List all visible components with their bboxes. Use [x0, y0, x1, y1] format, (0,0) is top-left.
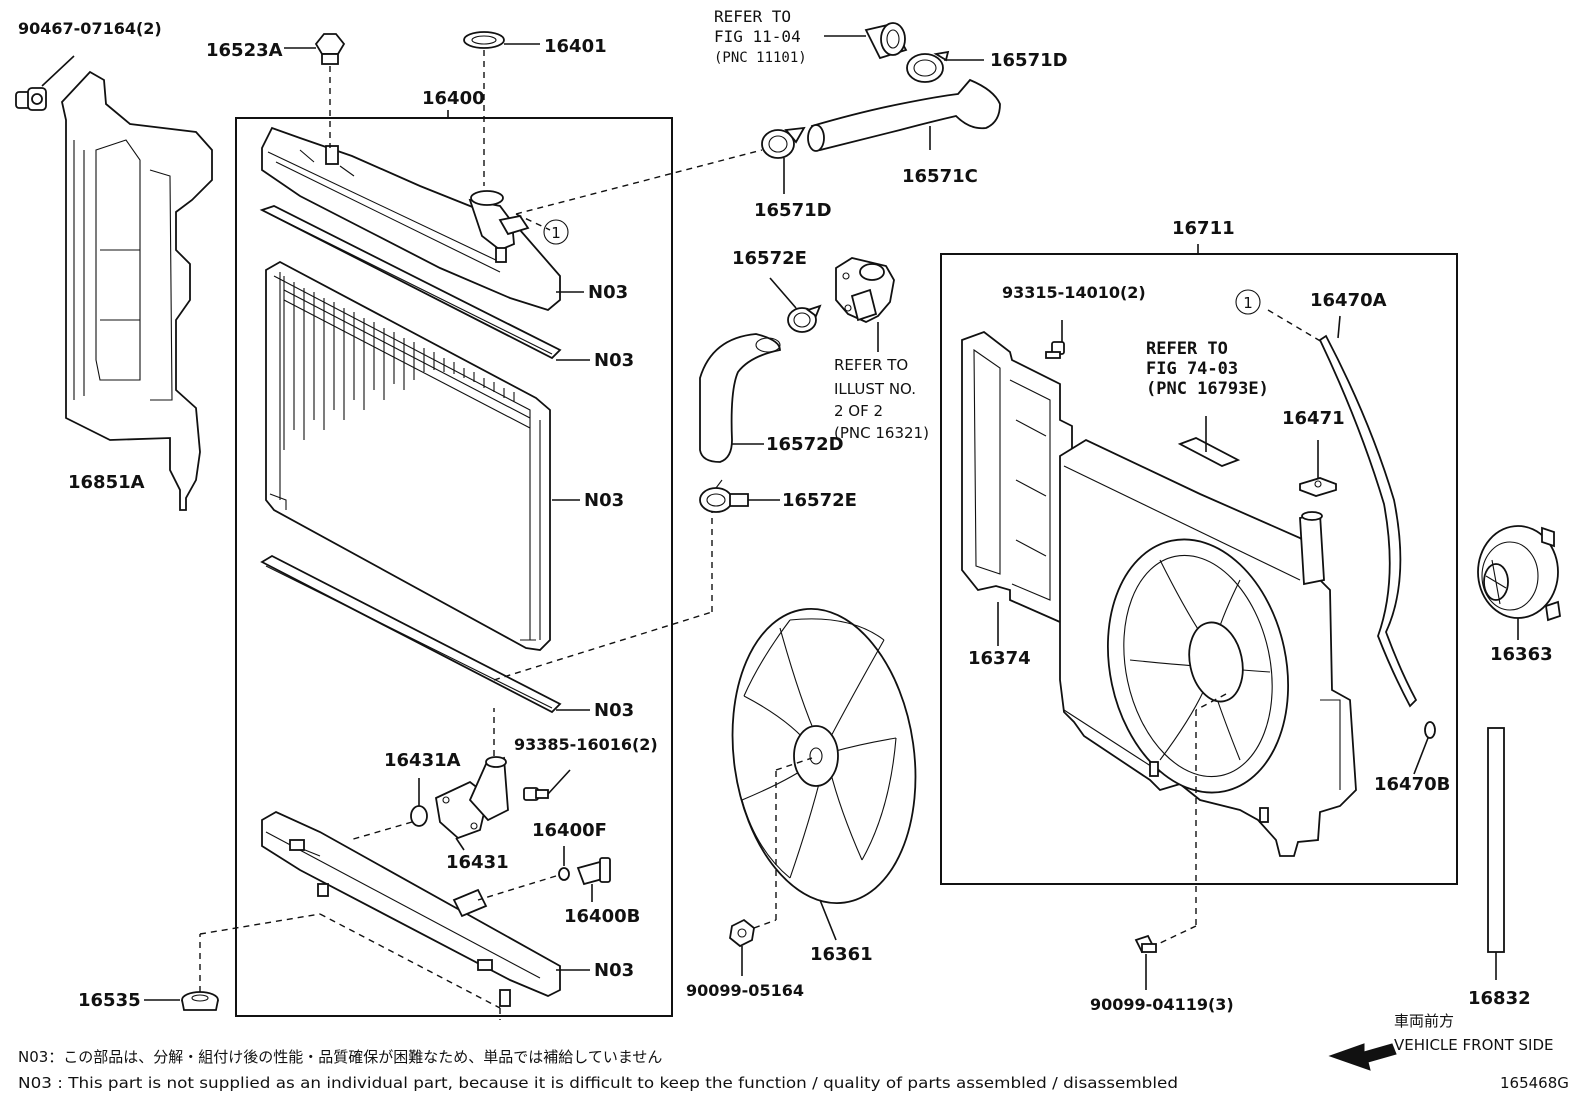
- hose-clamp-16572E-top[interactable]: [787, 304, 822, 333]
- label-16571C: 16571C: [902, 166, 978, 187]
- label-n03-3: N03: [584, 490, 624, 511]
- upper-hose-16571C[interactable]: [807, 78, 1001, 152]
- label-16431: 16431: [446, 852, 509, 873]
- nut-90099-05164[interactable]: [729, 918, 755, 948]
- grommet-16535[interactable]: [181, 991, 219, 1011]
- label-16572D: 16572D: [766, 434, 844, 455]
- svg-text:FIG 11-04: FIG 11-04: [714, 27, 801, 46]
- cooling-fan-16361[interactable]: [714, 597, 933, 915]
- bolt-90467-07164[interactable]: [15, 87, 47, 111]
- lower-hose-16572D[interactable]: [699, 333, 781, 463]
- ref-fig-11-04: REFER TO FIG 11-04 (PNC 11101): [714, 7, 807, 66]
- direction-label-jp: 車両前方: [1394, 1012, 1454, 1030]
- fan-shroud-assembly-box: [940, 253, 1458, 885]
- seal-strip-16832[interactable]: [1487, 727, 1505, 953]
- radiator-upper-tank[interactable]: [261, 126, 561, 312]
- footnote-en: N03 : This part is not supplied as an in…: [18, 1074, 1178, 1092]
- label-16523A: 16523A: [206, 40, 283, 61]
- svg-text:2 OF 2: 2 OF 2: [834, 402, 883, 420]
- vehicle-front-arrow-icon: [1328, 1043, 1397, 1071]
- label-16374: 16374: [968, 648, 1031, 669]
- hose-clamp-16571D-mid[interactable]: [761, 126, 806, 159]
- label-90099-04119: 90099-04119(3): [1090, 995, 1234, 1014]
- ref-illust-no: REFER TO ILLUST NO. 2 OF 2 (PNC 16321): [834, 356, 929, 442]
- bolt-93315-14010[interactable]: [1045, 341, 1065, 359]
- radiator-cap-16401[interactable]: [463, 31, 505, 49]
- upper-gasket[interactable]: [259, 205, 562, 360]
- label-n03-2: N03: [594, 350, 634, 371]
- marker-1a-label: 1: [551, 224, 561, 242]
- label-90467-07164: 90467-07164(2): [18, 19, 162, 38]
- radiator-core[interactable]: [265, 260, 551, 651]
- label-93385-16016: 93385-16016(2): [514, 735, 658, 754]
- shroud-side-plate-16374[interactable]: [961, 330, 1073, 624]
- label-n03-4: N03: [594, 700, 634, 721]
- radiator-lower-tank[interactable]: [261, 810, 561, 1007]
- drain-plug-16400B[interactable]: [576, 857, 611, 886]
- water-inlet-housing[interactable]: [835, 257, 895, 323]
- label-16571D-top: 16571D: [990, 50, 1068, 71]
- svg-text:(PNC 16321): (PNC 16321): [834, 424, 929, 442]
- label-16431A: 16431A: [384, 750, 461, 771]
- label-93315-14010: 93315-14010(2): [1002, 283, 1146, 302]
- hose-clamp-16571D-top[interactable]: [906, 50, 950, 83]
- outlet-pipe-16431[interactable]: [435, 756, 509, 840]
- hose-clamp-16572E-bot[interactable]: [699, 479, 749, 513]
- bolt-90099-04119[interactable]: [1134, 934, 1157, 954]
- svg-text:REFER TO: REFER TO: [714, 7, 791, 26]
- label-16711: 16711: [1172, 218, 1235, 239]
- label-16400: 16400: [422, 88, 485, 109]
- ref-fig-74-03: REFER TO FIG 74-03 (PNC 16793E): [1146, 339, 1269, 399]
- lower-gasket[interactable]: [260, 554, 562, 714]
- side-shield-16851A[interactable]: [61, 70, 213, 511]
- label-16571D-mid: 16571D: [754, 200, 832, 221]
- connection-marker-1a: [543, 219, 569, 245]
- svg-text:(PNC 16793E): (PNC 16793E): [1146, 379, 1269, 399]
- label-16832: 16832: [1468, 988, 1531, 1009]
- reservoir-cap-16471[interactable]: [1299, 477, 1337, 497]
- footnote-jp: N03：この部品は、分解・組付け後の性能・品質確保が困難なため、単品では補給して…: [18, 1048, 662, 1066]
- label-16400B: 16400B: [564, 906, 640, 927]
- engine-outlet-pipe[interactable]: [864, 22, 908, 60]
- direction-label-en: VEHICLE FRONT SIDE: [1394, 1036, 1554, 1054]
- overflow-hose-16470A[interactable]: [1318, 334, 1418, 708]
- drain-cock-cap-16523A[interactable]: [314, 33, 346, 65]
- marker-1b-label: 1: [1243, 294, 1253, 312]
- label-16361: 16361: [810, 944, 873, 965]
- label-16471: 16471: [1282, 408, 1345, 429]
- label-16851A: 16851A: [68, 472, 145, 493]
- label-n03-1: N03: [588, 282, 628, 303]
- label-16572E-bot: 16572E: [782, 490, 857, 511]
- radiator-assembly-box: [235, 117, 673, 1017]
- label-n03-5: N03: [594, 960, 634, 981]
- fan-motor-16363[interactable]: [1477, 525, 1561, 622]
- label-16363: 16363: [1490, 644, 1553, 665]
- o-ring-16400F[interactable]: [558, 867, 570, 881]
- label-16572E-top: 16572E: [732, 248, 807, 269]
- label-plate: [1177, 437, 1241, 467]
- label-16400F: 16400F: [532, 820, 607, 841]
- label-16401: 16401: [544, 36, 607, 57]
- hose-clip-16470B[interactable]: [1424, 721, 1436, 739]
- label-90099-05164: 90099-05164: [686, 981, 804, 1000]
- svg-text:(PNC 11101): (PNC 11101): [714, 50, 807, 66]
- label-16470B: 16470B: [1374, 774, 1450, 795]
- svg-text:FIG 74-03: FIG 74-03: [1146, 359, 1238, 379]
- bolt-93385-16016[interactable]: [523, 787, 549, 801]
- svg-text:ILLUST NO.: ILLUST NO.: [834, 380, 916, 398]
- svg-text:REFER TO: REFER TO: [1146, 339, 1228, 359]
- connection-marker-1b: [1235, 289, 1261, 315]
- label-16470A: 16470A: [1310, 290, 1387, 311]
- fan-shroud[interactable]: [1059, 438, 1357, 857]
- label-16535: 16535: [78, 990, 141, 1011]
- svg-text:REFER TO: REFER TO: [834, 356, 908, 374]
- diagram-id: 165468G: [1500, 1074, 1569, 1092]
- o-ring-16431A[interactable]: [410, 805, 428, 827]
